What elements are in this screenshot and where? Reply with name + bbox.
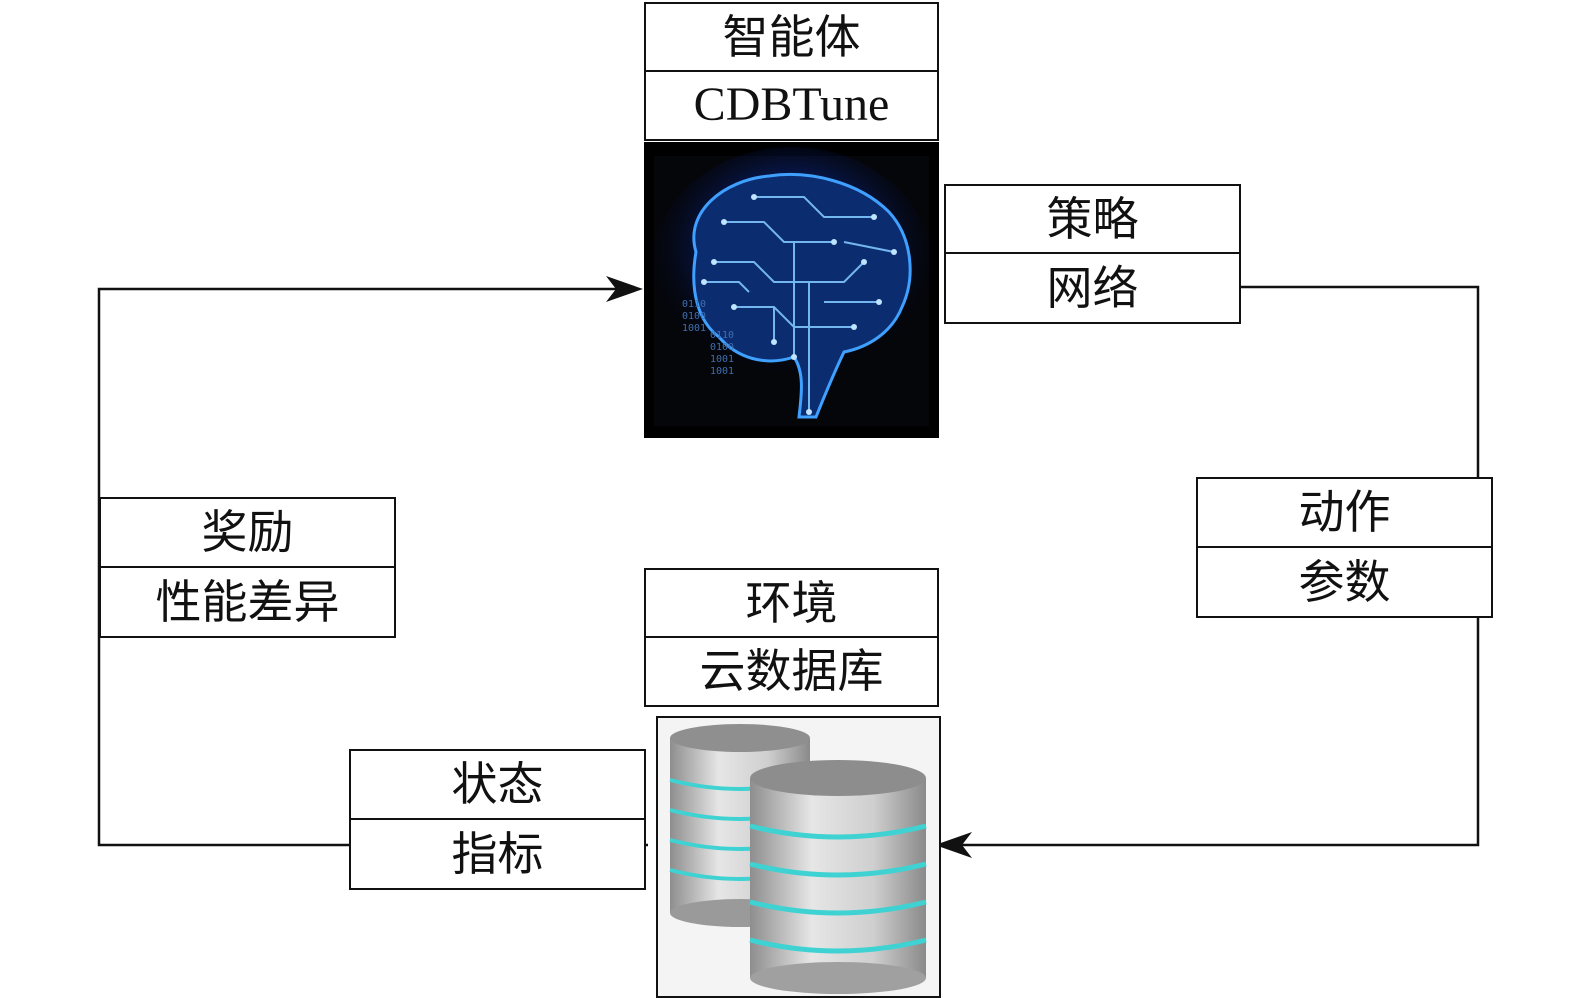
svg-text:1001: 1001 <box>710 354 734 365</box>
reward-label: 奖励 <box>101 499 394 568</box>
environment-role-label: 环境 <box>646 570 937 638</box>
database-graphic <box>669 724 927 994</box>
policy-label: 策略 <box>946 186 1239 254</box>
svg-text:0100: 0100 <box>682 311 706 322</box>
reward-box: 奖励 性能差异 <box>99 497 396 638</box>
metrics-label: 指标 <box>451 826 544 881</box>
svg-text:1001: 1001 <box>682 323 706 334</box>
svg-text:0100: 0100 <box>710 342 734 353</box>
environment-label-box: 环境 云数据库 <box>644 568 939 707</box>
arrow-into-agent <box>606 276 643 302</box>
policy-network-box: 策略 网络 <box>944 184 1241 324</box>
action-label: 动作 <box>1198 479 1491 548</box>
agent-role-label: 智能体 <box>646 4 937 72</box>
database-cylinders-icon <box>656 716 941 998</box>
performance-difference-label: 性能差异 <box>155 574 340 629</box>
state-label: 状态 <box>351 751 644 820</box>
agent-name-label: CDBTune <box>693 78 890 132</box>
svg-text:1001: 1001 <box>710 366 734 377</box>
parameters-label: 参数 <box>1298 554 1391 609</box>
state-metrics-box: 状态 指标 <box>349 749 646 890</box>
svg-text:0110: 0110 <box>710 330 734 341</box>
agent-label-box: 智能体 CDBTune <box>644 2 939 141</box>
svg-text:0110: 0110 <box>682 299 706 310</box>
arrow-into-database <box>935 832 972 858</box>
network-label: 网络 <box>1046 261 1139 315</box>
action-parameters-box: 动作 参数 <box>1196 477 1493 618</box>
environment-name-label: 云数据库 <box>699 644 884 699</box>
front-database-cylinder <box>749 760 927 994</box>
